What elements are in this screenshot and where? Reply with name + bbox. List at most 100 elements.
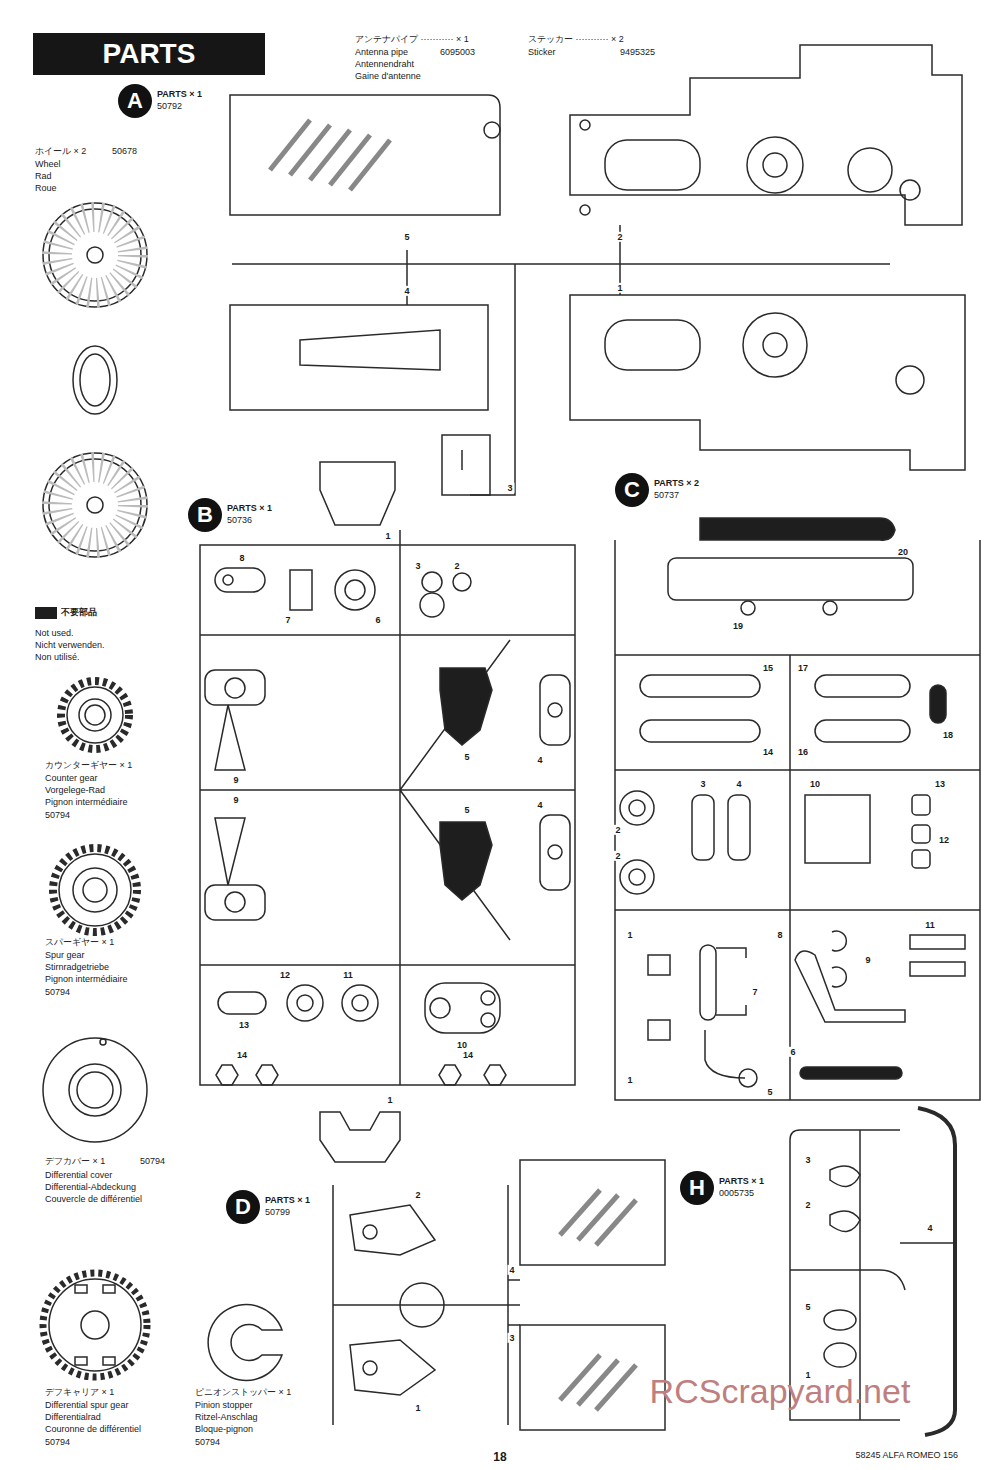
- part-caption: Couvercle de différentiel: [45, 1194, 142, 1204]
- callout-number: 9: [231, 795, 240, 805]
- callout-number: 9: [863, 955, 872, 965]
- part-caption: Bloque-pignon: [195, 1424, 253, 1434]
- part-caption: 50794: [140, 1156, 165, 1166]
- part-caption: ホイール × 2: [35, 146, 86, 156]
- callout-number: 14: [235, 1050, 249, 1060]
- callout-number: 3: [803, 1155, 812, 1165]
- callout-number: 4: [507, 1265, 516, 1275]
- callout-number: 2: [615, 232, 624, 242]
- part-number: 50799: [265, 1207, 310, 1219]
- callout-number: 2: [413, 1190, 422, 1200]
- parts-count: PARTS × 1: [265, 1195, 310, 1207]
- part-caption: ステッカー ··········· × 2: [528, 34, 624, 44]
- callout-number: 15: [761, 663, 775, 673]
- callout-number: 11: [923, 920, 937, 930]
- part-caption: 50678: [112, 146, 137, 156]
- parts-count: PARTS × 1: [227, 503, 272, 515]
- part-caption: Nicht verwenden.: [35, 640, 105, 650]
- part-caption: Sticker: [528, 47, 556, 57]
- part-caption: Differential spur gear: [45, 1400, 128, 1410]
- sprue-a: [230, 45, 965, 495]
- part-caption: Pinion stopper: [195, 1400, 253, 1410]
- part-number: 50736: [227, 515, 272, 527]
- callout-number: 3: [507, 1333, 516, 1343]
- callout-number: 3: [413, 561, 422, 571]
- parts-count: PARTS × 2: [654, 478, 699, 490]
- part-caption: Antennendraht: [355, 59, 414, 69]
- tree-letter: B: [188, 498, 222, 532]
- part-caption: 50794: [45, 987, 70, 997]
- callout-number: 2: [613, 851, 622, 861]
- callout-number: 10: [455, 1040, 469, 1050]
- unused-part: [700, 518, 895, 540]
- parts-count: PARTS × 1: [157, 89, 202, 101]
- part-caption: Couronne de différentiel: [45, 1424, 141, 1434]
- callout-number: 9: [231, 775, 240, 785]
- legend-swatch: [35, 607, 57, 619]
- callout-number: 1: [803, 1370, 812, 1380]
- tree-letter: A: [118, 84, 152, 118]
- wheel-drawing: [43, 203, 147, 557]
- part-caption: Differential cover: [45, 1170, 112, 1180]
- callout-number: 16: [796, 747, 810, 757]
- callout-number: 13: [933, 779, 947, 789]
- part-caption: Gaine d'antenne: [355, 71, 421, 81]
- part-number: 0005735: [719, 1188, 764, 1200]
- part-caption: Rad: [35, 171, 52, 181]
- callout-number: 12: [937, 835, 951, 845]
- part-caption: 50794: [45, 810, 70, 820]
- part-caption: ピニオンストッパー × 1: [195, 1387, 291, 1397]
- sprue-c: [615, 540, 980, 1100]
- callout-number: 14: [761, 747, 775, 757]
- part-caption: 50794: [195, 1437, 220, 1447]
- callout-number: 1: [413, 1403, 422, 1413]
- callout-number: 10: [808, 779, 822, 789]
- part-caption: Pignon intermédiaire: [45, 797, 128, 807]
- part-caption: 58245 ALFA ROMEO 156: [855, 1450, 958, 1460]
- page-number: 18: [493, 1451, 506, 1465]
- legend-text: 不要部品: [61, 606, 97, 619]
- part-caption: Vorgelege-Rad: [45, 785, 105, 795]
- part-number: 50792: [157, 101, 202, 113]
- callout-number: 14: [461, 1050, 475, 1060]
- part-caption: Non utilisé.: [35, 652, 80, 662]
- part-caption: Spur gear: [45, 950, 85, 960]
- tree-letter: C: [615, 473, 649, 507]
- part-caption: Counter gear: [45, 773, 98, 783]
- unused-part: [440, 668, 492, 900]
- part-caption: 6095003: [440, 47, 475, 57]
- part-caption: 9495325: [620, 47, 655, 57]
- callout-number: 3: [505, 483, 514, 493]
- sprue-d: [333, 1160, 665, 1430]
- part-caption: デフカバー × 1: [45, 1156, 105, 1166]
- callout-number: 7: [283, 615, 292, 625]
- callout-number: 2: [613, 825, 622, 835]
- tree-letter: D: [226, 1190, 260, 1224]
- part-caption: Stirnradgetriebe: [45, 962, 109, 972]
- legend-item: 不要部品: [35, 606, 97, 619]
- parts-tree-marker: D PARTS × 150799: [226, 1190, 310, 1224]
- watermark: RCScrapyard.net: [650, 1372, 911, 1411]
- callout-number: 1: [625, 930, 634, 940]
- part-caption: スパーギヤー × 1: [45, 937, 114, 947]
- parts-tree-marker: B PARTS × 150736: [188, 498, 272, 532]
- callout-number: 4: [925, 1223, 934, 1233]
- parts-tree-marker: A PARTS × 150792: [118, 84, 202, 118]
- callout-number: 6: [373, 615, 382, 625]
- part-caption: デフキャリア × 1: [45, 1387, 114, 1397]
- part-caption: Roue: [35, 183, 57, 193]
- callout-number: 12: [278, 970, 292, 980]
- callout-number: 18: [941, 730, 955, 740]
- part-caption: Ritzel-Anschlag: [195, 1412, 258, 1422]
- callout-number: 3: [698, 779, 707, 789]
- parts-count: PARTS × 1: [719, 1176, 764, 1188]
- part-caption: Differential-Abdeckung: [45, 1182, 136, 1192]
- part-caption: 50794: [45, 1437, 70, 1447]
- callout-number: 2: [452, 561, 461, 571]
- part-caption: アンテナパイプ ··········· × 1: [355, 34, 469, 44]
- unused-part: [930, 685, 946, 723]
- callout-number: 4: [535, 800, 544, 810]
- callout-number: 8: [775, 930, 784, 940]
- part-caption: Antenna pipe: [355, 47, 408, 57]
